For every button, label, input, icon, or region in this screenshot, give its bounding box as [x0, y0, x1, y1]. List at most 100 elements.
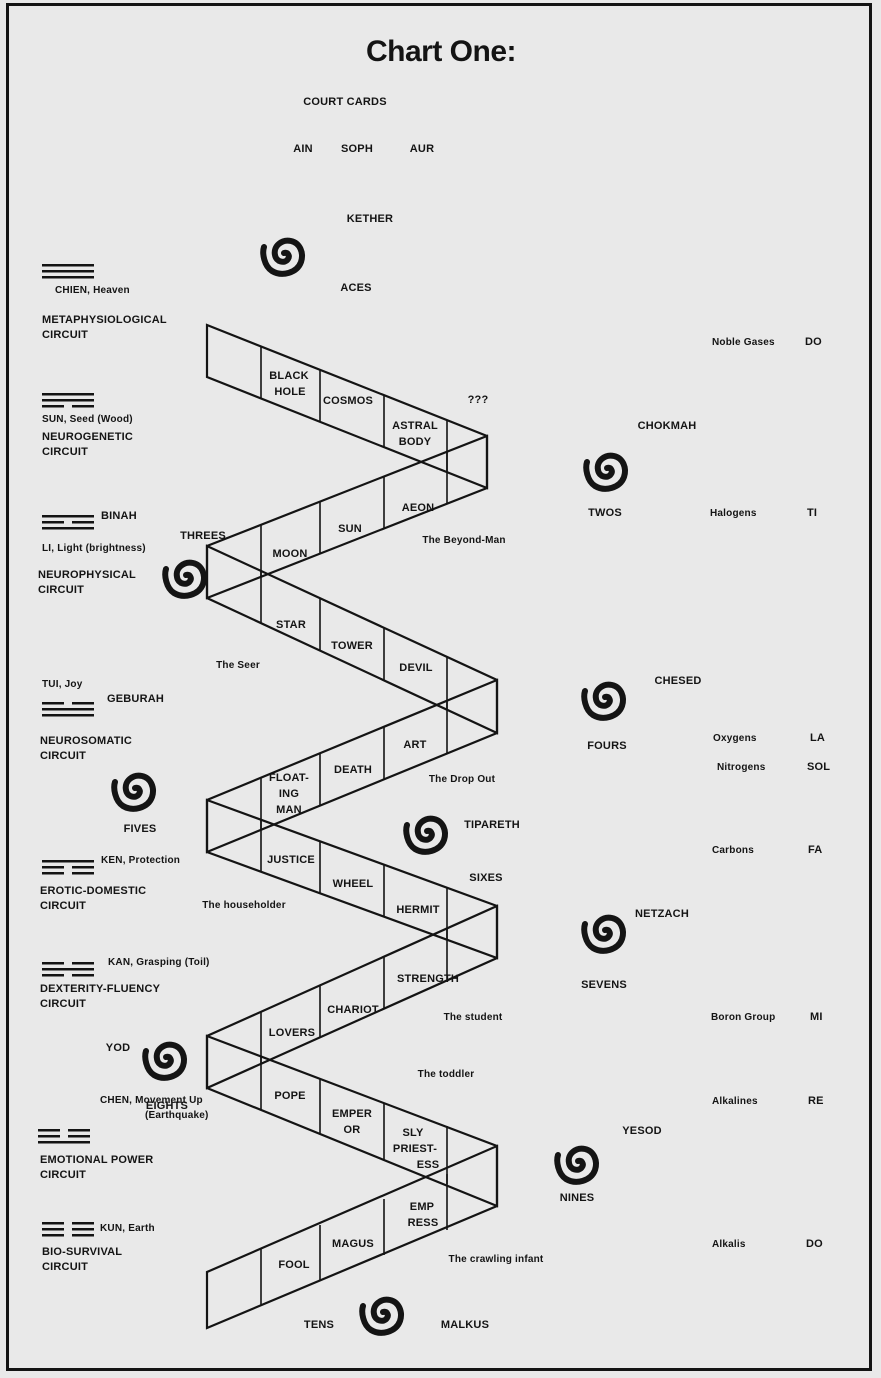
- chem-note-6: MI: [810, 1011, 823, 1024]
- trigram-icon-3: [42, 515, 94, 530]
- card-unknown: ???: [467, 394, 489, 407]
- card-tower: TOWER: [331, 640, 373, 653]
- circuit-3-name: NEUROPHYSICAL: [38, 569, 136, 582]
- nines-label: NINES: [559, 1192, 595, 1205]
- chem-note-4: SOL: [807, 761, 831, 774]
- page-border: [6, 3, 872, 1371]
- card-devil: DEVIL: [399, 662, 433, 675]
- stage-toddler: The toddler: [417, 1068, 475, 1080]
- circuit-1-name: METAPHYSIOLOGICAL: [42, 314, 167, 327]
- yin-line-segment: [72, 1234, 94, 1237]
- yin-line-segment: [42, 1222, 64, 1225]
- chem-group-1: Noble Gases: [712, 336, 775, 348]
- band-2: [205, 434, 489, 600]
- card-sun: SUN: [338, 523, 362, 536]
- yin-line-segment: [42, 1234, 64, 1237]
- trigram-icon-4: [42, 702, 94, 717]
- yang-line: [42, 393, 94, 396]
- card-justice: JUSTICE: [267, 854, 315, 867]
- circuit-3-trigram-name: LI, Light (brightness): [42, 542, 146, 554]
- trigram-icon-5: [42, 860, 94, 875]
- aces-label: ACES: [340, 282, 372, 295]
- chem-note-5: FA: [808, 844, 823, 857]
- yin-line-segment: [72, 405, 94, 408]
- yin-line-segment: [72, 866, 94, 869]
- kether-label: KETHER: [346, 213, 394, 226]
- yin-line-segment: [72, 702, 94, 705]
- stage-student: The student: [443, 1011, 503, 1023]
- yin-line-segment: [42, 521, 64, 524]
- yin-line-segment: [68, 1135, 90, 1138]
- circuit-6-name: DEXTERITY-FLUENCY: [40, 983, 161, 996]
- sevens-label: SEVENS: [581, 979, 627, 992]
- card-star: STAR: [276, 619, 306, 632]
- yang-line: [42, 515, 94, 518]
- chem-group-2: Halogens: [710, 507, 757, 519]
- circuit-8-trigram-name: KUN, Earth: [100, 1222, 155, 1234]
- yin-line-segment: [42, 702, 64, 705]
- spiral-icon: [403, 815, 448, 855]
- card-art: ART: [403, 739, 427, 752]
- trigram-icon-7: [38, 1129, 90, 1144]
- yang-line: [42, 264, 94, 267]
- card-fool: FOOL: [278, 1259, 310, 1272]
- chesed-label: CHESED: [654, 675, 702, 688]
- yang-line: [42, 270, 94, 273]
- circuit-6-trigram-name: KAN, Grasping (Toil): [108, 956, 210, 968]
- chokmah-label: CHOKMAH: [637, 420, 697, 433]
- card-floating-3: MAN: [276, 804, 302, 817]
- card-sly-1: SLY: [402, 1127, 424, 1140]
- tiphareth-label: TIPARETH: [464, 819, 520, 832]
- fours-label: FOURS: [587, 740, 627, 753]
- yin-line-segment: [38, 1135, 60, 1138]
- card-chariot: CHARIOT: [327, 1004, 379, 1017]
- aur-label: AUR: [409, 143, 435, 156]
- yin-line-segment: [72, 521, 94, 524]
- yin-line-segment: [42, 872, 64, 875]
- card-cosmos: COSMOS: [322, 395, 374, 408]
- spiral-icon: [142, 1041, 187, 1081]
- chem-group-5: Carbons: [712, 844, 754, 856]
- card-pope: POPE: [274, 1090, 306, 1103]
- yin-line-segment: [72, 1222, 94, 1225]
- card-body: BODY: [398, 436, 432, 449]
- circuit-8-suffix: CIRCUIT: [42, 1261, 89, 1274]
- card-empress-1: EMP: [409, 1201, 435, 1214]
- band-6: [205, 904, 499, 1090]
- yin-line-segment: [72, 1228, 94, 1231]
- stage-seer: The Seer: [216, 659, 260, 671]
- card-moon: MOON: [272, 548, 308, 561]
- chem-group-8: Alkalis: [712, 1238, 746, 1250]
- geburah-label: GEBURAH: [107, 693, 165, 706]
- card-lovers: LOVERS: [268, 1027, 316, 1040]
- sixes-label: SIXES: [469, 872, 503, 885]
- circuit-1-suffix: CIRCUIT: [42, 329, 89, 342]
- circuit-8-name: BIO-SURVIVAL: [42, 1246, 123, 1259]
- chem-group-6: Boron Group: [711, 1011, 776, 1023]
- card-hole: HOLE: [274, 386, 306, 399]
- card-magus: MAGUS: [332, 1238, 374, 1251]
- eights-label: EIGHTS: [145, 1100, 189, 1113]
- spiral-icon: [554, 1145, 599, 1185]
- chem-group-3: Oxygens: [713, 732, 757, 744]
- soph-label: SOPH: [341, 143, 373, 156]
- chem-note-3: LA: [810, 732, 826, 745]
- circuit-7-trigram-name: CHEN, Movement Up: [100, 1094, 203, 1106]
- yin-line-segment: [42, 1228, 64, 1231]
- spiral-icon: [583, 452, 628, 492]
- ain-label: AIN: [293, 143, 313, 156]
- chem-group-4: Nitrogens: [717, 761, 766, 773]
- malkus-label: MALKUS: [440, 1319, 490, 1332]
- yang-line: [42, 860, 94, 863]
- stage-drop-out: The Drop Out: [428, 773, 496, 785]
- circuit-5-name: EROTIC-DOMESTIC: [40, 885, 147, 898]
- circuit-2-suffix: CIRCUIT: [42, 446, 89, 459]
- circuit-2-name: NEUROGENETIC: [42, 431, 134, 444]
- circuit-7-suffix: CIRCUIT: [40, 1169, 87, 1182]
- stage-crawling-infant: The crawling infant: [448, 1253, 544, 1265]
- circuit-4-trigram-name: TUI, Joy: [42, 678, 83, 690]
- card-astral: ASTRAL: [392, 420, 438, 433]
- spirals: [111, 237, 628, 1336]
